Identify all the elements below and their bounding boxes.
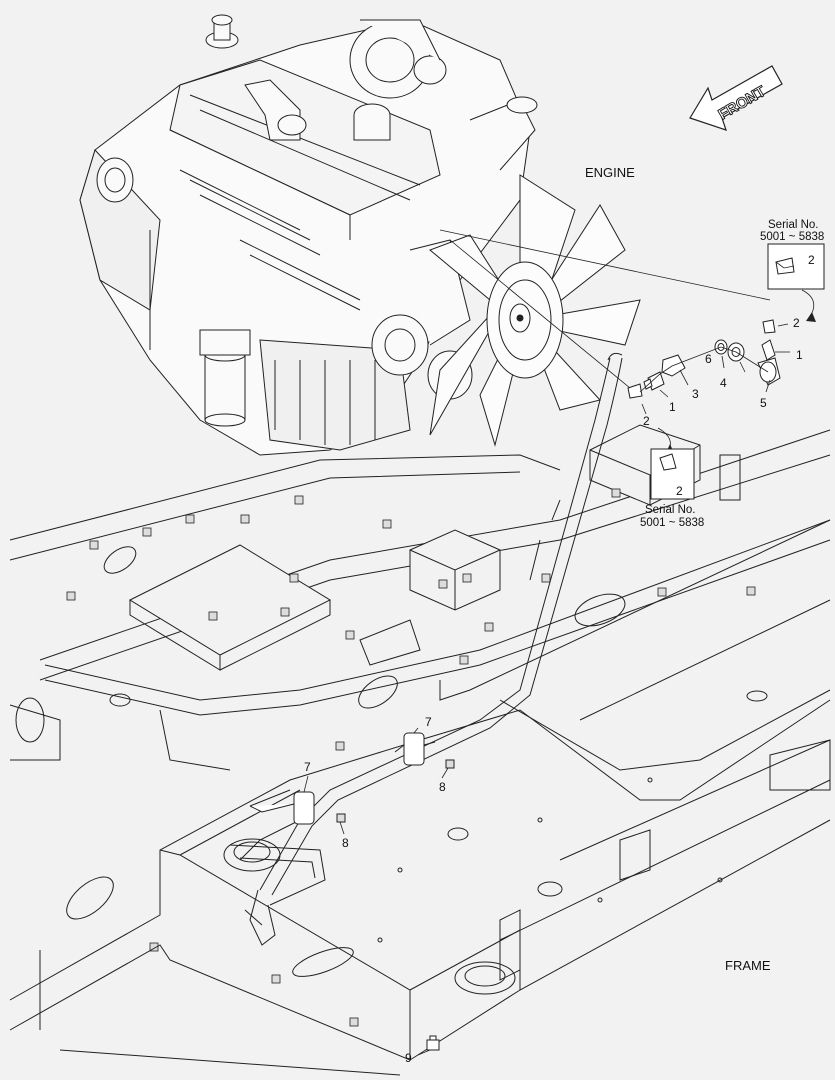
serial-note-upper-line1: Serial No. — [768, 219, 819, 231]
callout-7-left: 7 — [304, 760, 311, 774]
serial-box-lower: 2 — [650, 448, 695, 500]
front-arrow: FRONT — [689, 65, 783, 131]
engine-drawing — [79, 14, 538, 456]
serial-box-lower-part: 2 — [676, 484, 683, 498]
callout-4: 4 — [720, 376, 727, 390]
frame-bolts — [66, 488, 756, 1027]
serial-box-upper: 2 — [767, 243, 825, 290]
callout-1-right: 1 — [796, 348, 803, 362]
serial-box-upper-part: 2 — [808, 253, 815, 267]
callout-6: 6 — [705, 352, 712, 366]
callout-numbers: 2 1 6 4 5 3 1 2 7 8 7 8 9 — [304, 316, 803, 1065]
callout-9: 9 — [405, 1051, 412, 1065]
callout-1-left: 1 — [669, 400, 676, 414]
leader-lines — [303, 229, 815, 1056]
lower-frame-drawing — [9, 519, 831, 1076]
frame-label: FRAME — [725, 958, 771, 973]
callout-8-left: 8 — [342, 836, 349, 850]
callout-8-right: 8 — [439, 780, 446, 794]
upper-frame-drawing — [9, 424, 831, 771]
serial-note-lower-line1: Serial No. — [645, 504, 696, 516]
hose-clamps — [249, 732, 455, 825]
serial-note-lower-line2: 5001 ~ 5838 — [640, 517, 704, 529]
callout-7-right: 7 — [425, 715, 432, 729]
engine-label: ENGINE — [585, 165, 635, 180]
callout-2-upper-right: 2 — [793, 316, 800, 330]
callout-3: 3 — [692, 387, 699, 401]
cooling-fan — [429, 174, 641, 447]
serial-note-upper-line2: 5001 ~ 5838 — [760, 231, 824, 243]
drain-plug-part-9 — [426, 1035, 440, 1051]
fittings-exploded — [627, 319, 781, 399]
callout-2-left: 2 — [643, 414, 650, 428]
callout-5: 5 — [760, 396, 767, 410]
